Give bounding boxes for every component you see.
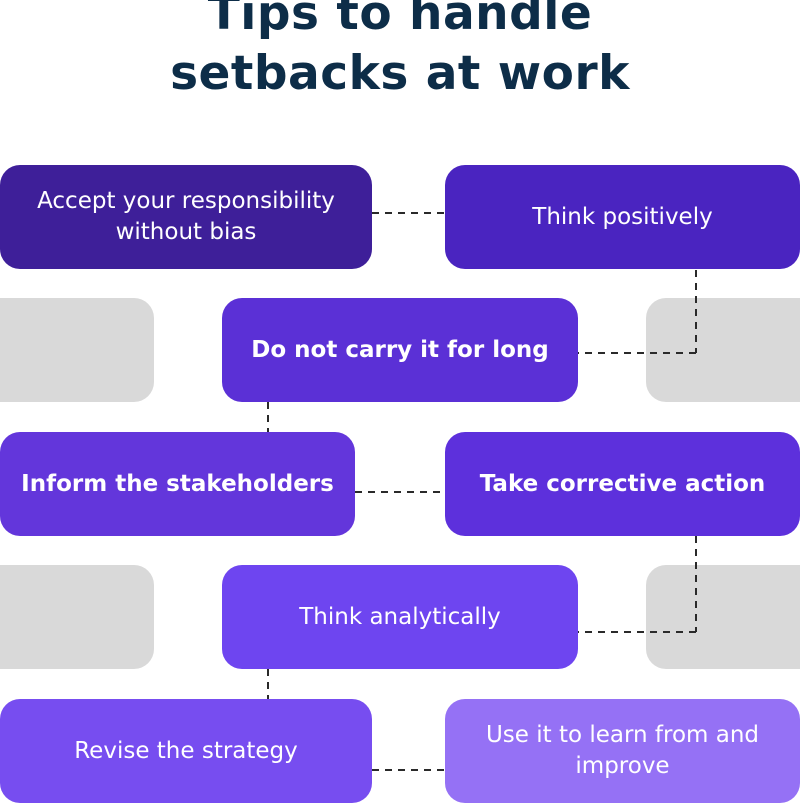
placeholder-block-right-1 [646,298,800,402]
tip-inform-stakeholders: Inform the stakeholders [0,432,355,536]
tip-take-corrective-action: Take corrective action [445,432,800,536]
tip-learn-and-improve: Use it to learn from and improve [445,699,800,803]
tip-do-not-carry: Do not carry it for long [222,298,578,402]
tip-accept-responsibility: Accept your responsibility without bias [0,165,372,269]
placeholder-block-left-1 [0,298,154,402]
title-line-2: setbacks at work [170,46,630,101]
tip-think-analytically: Think analytically [222,565,578,669]
title-line-1: Tips to handle [207,0,593,41]
placeholder-block-right-2 [646,565,800,669]
page-title: Tips to handle setbacks at work [0,0,800,104]
tip-think-positively: Think positively [445,165,800,269]
placeholder-block-left-2 [0,565,154,669]
tip-revise-strategy: Revise the strategy [0,699,372,803]
